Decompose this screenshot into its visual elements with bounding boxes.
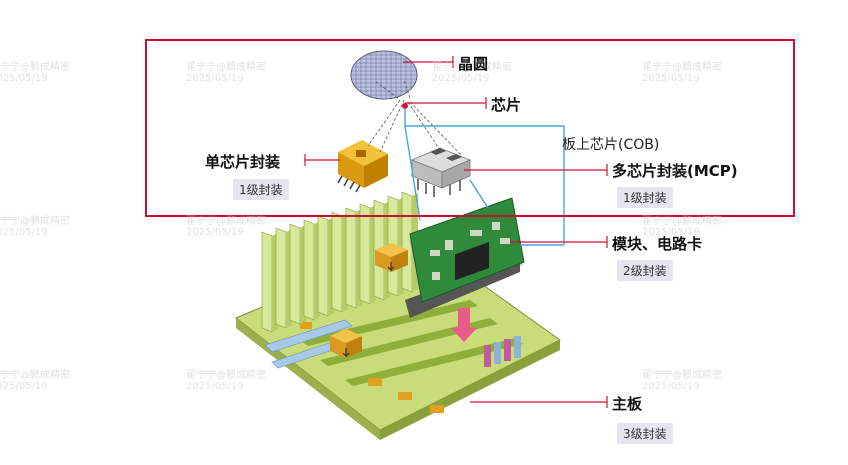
capacitors: [484, 336, 521, 367]
label-mcp: 多芯片封装(MCP): [612, 162, 738, 180]
label-wafer: 晶圆: [458, 55, 489, 73]
single-chip-package-illustration: [337, 140, 388, 193]
connector-blocks: [330, 243, 408, 358]
label-cob: 板上芯片(COB): [562, 137, 660, 153]
heatsink-fin: [275, 227, 287, 329]
chip-dot: [402, 103, 408, 109]
badge-level2: 2级封装: [617, 260, 673, 281]
heatsink-fin: [359, 203, 371, 305]
highlight-frame: [145, 39, 795, 217]
heatsink-fin: [317, 215, 329, 317]
label-mainboard: 主板: [612, 395, 643, 413]
heatsink-fins: [261, 191, 418, 333]
badge-level1-mcp: 1级封装: [617, 187, 673, 208]
heatsink-fin: [289, 223, 301, 325]
heatsink-fin: [345, 207, 357, 309]
label-chip: 芯片: [491, 96, 522, 114]
module-card-illustration: [405, 197, 525, 342]
red-leaders: [304, 56, 608, 408]
label-module: 模块、电路卡: [612, 235, 703, 253]
label-single-chip-package: 单芯片封装: [205, 153, 281, 171]
heatsink-fin: [331, 211, 343, 313]
badge-level1-single: 1级封装: [233, 179, 289, 200]
blue-leaders: [404, 108, 565, 245]
heatsink-fin: [303, 219, 315, 321]
dashed-connectors: [367, 79, 463, 157]
heatsink-fin: [261, 231, 273, 333]
wafer-illustration: [350, 50, 418, 100]
mcp-illustration: [410, 147, 472, 197]
badge-level3: 3级封装: [617, 423, 673, 444]
